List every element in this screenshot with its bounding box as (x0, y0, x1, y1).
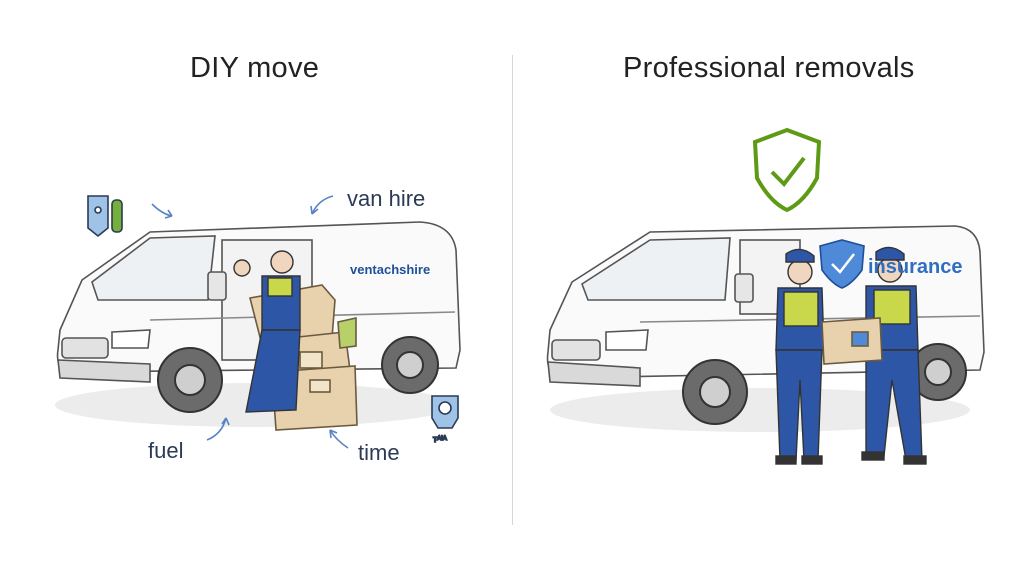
shield-check-icon (752, 127, 822, 213)
diy-move-title: DIY move (190, 52, 320, 84)
insurance-shield-icon (819, 239, 865, 289)
diy-arrows (151, 195, 349, 449)
arrow-from-fuel-icon (151, 203, 173, 217)
diy-van-signage: ventachshire (350, 262, 431, 277)
handover-box (821, 317, 883, 365)
right-ground-shadow (550, 388, 970, 432)
arrow-to-time (329, 429, 349, 449)
professional-removals-title: Professional removals (623, 52, 915, 84)
time-label: time (358, 440, 400, 465)
panel-divider (512, 55, 513, 525)
fuel-label: fuel (148, 438, 184, 463)
fuel-pump-icon (87, 195, 123, 238)
arrow-to-van-hire (311, 195, 334, 215)
pro-van-wheels (682, 343, 967, 425)
diy-van (56, 221, 461, 383)
diy-mover (233, 250, 301, 413)
stopwatch-icon: ᴛᴬᴵᴬ (431, 395, 459, 445)
insurance-van-signage: insurance (868, 256, 963, 278)
van-hire-label: van hire (347, 186, 426, 211)
diy-van-wheels (157, 336, 439, 413)
mover-left (775, 248, 825, 465)
svg-text:ᴛᴬᴵᴬ: ᴛᴬᴵᴬ (433, 434, 448, 444)
